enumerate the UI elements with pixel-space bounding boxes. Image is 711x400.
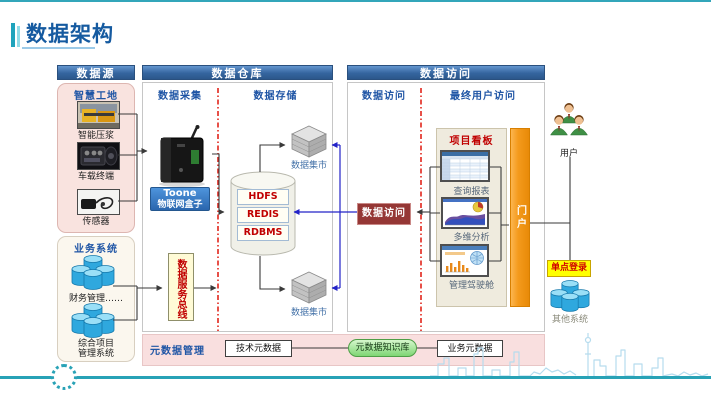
users-image [549, 103, 589, 143]
project-system-label-line2: 管理系统 [77, 349, 114, 359]
iot-gateway-image [151, 124, 213, 192]
top-border-line [0, 0, 711, 2]
data-mart-top-label: 数据集市 [290, 161, 327, 171]
label-data-access-sub: 数据访问 [362, 91, 406, 102]
title-accent-bar-dark [11, 23, 15, 47]
portal-bar: 门户 [510, 128, 530, 307]
label-data-storage: 数据存储 [253, 91, 298, 102]
cube-icon [291, 271, 327, 304]
title-underline [22, 47, 95, 49]
sensor-label: 传感器 [82, 217, 110, 227]
project-db-cluster [71, 302, 115, 342]
cube-icon [291, 125, 327, 158]
dashboard-globe-icon [442, 246, 487, 275]
iot-gateway-device-icon [159, 125, 205, 187]
sso-box: 单点登录 [547, 260, 591, 277]
database-cylinder-cluster-icon [550, 280, 590, 312]
vehicle-terminal-label: 车载终端 [77, 172, 114, 182]
sensor-icon [78, 190, 119, 214]
city-skyline-icon [430, 333, 709, 377]
finance-db-cluster [71, 254, 115, 294]
other-systems-db-cluster [550, 279, 590, 316]
grouting-machine-image [77, 101, 120, 129]
database-cylinder-cluster-icon [71, 303, 115, 338]
cockpit-screenshot [440, 244, 489, 277]
label-data-collection: 数据采集 [158, 91, 202, 102]
title-accent-bar-light [17, 26, 20, 47]
business-metadata-box: 业务元数据 [437, 340, 503, 357]
vehicle-terminal-icon [78, 143, 119, 169]
report-screenshot [440, 150, 490, 182]
olap-label: 多维分析 [453, 233, 490, 243]
data-mart-bottom-label: 数据集市 [290, 308, 327, 318]
iot-name: 物联网盒子 [157, 200, 203, 210]
business-system-title: 业务系统 [74, 244, 118, 255]
data-mart-top-image [291, 125, 327, 162]
cockpit-label: 管理驾驶舱 [448, 281, 494, 291]
other-systems-label: 其他系统 [551, 315, 588, 325]
area-chart-icon [443, 199, 487, 227]
finance-label: 财务管理…… [68, 294, 123, 304]
header-data-warehouse: 数据仓库 [142, 65, 333, 80]
users-label: 用户 [559, 149, 578, 159]
metadata-kb-box: 元数据知识库 [348, 339, 417, 357]
database-cylinder-cluster-icon [71, 255, 115, 290]
page-title: 数据架构 [26, 22, 114, 46]
report-label: 查询报表 [453, 187, 490, 197]
iot-brand: Toone [163, 188, 197, 199]
olap-screenshot [441, 197, 489, 229]
grouting-machine-icon [78, 102, 119, 128]
project-kanban-title: 项目看板 [449, 136, 494, 147]
sensor-image [77, 189, 120, 215]
header-data-access: 数据访问 [347, 65, 545, 80]
data-service-bus: 数据服务总线 [168, 253, 194, 321]
bottom-teal-line [0, 376, 711, 379]
layer-hdfs: HDFS [237, 189, 289, 205]
three-users-icon [550, 103, 588, 136]
data-access-box: 数据访问 [357, 203, 411, 225]
vehicle-terminal-image [77, 142, 120, 170]
data-mart-bottom-image [291, 271, 327, 308]
grouting-label: 智能压浆 [77, 131, 114, 141]
project-system-label-line1: 综合项目 [77, 339, 114, 349]
metadata-label: 元数据管理 [150, 346, 205, 357]
label-end-user-access: 最终用户访问 [450, 91, 516, 102]
layer-rdbms: RDBMS [237, 225, 289, 241]
iot-gateway-label: Toone 物联网盒子 [150, 187, 210, 211]
skyline-image [428, 330, 711, 382]
smart-site-title: 智慧工地 [74, 91, 118, 102]
layer-redis: REDIS [237, 207, 289, 223]
dotted-circle-decoration [51, 364, 77, 390]
report-table-icon [442, 152, 488, 180]
header-data-source: 数据源 [57, 65, 135, 80]
tech-metadata-box: 技术元数据 [225, 340, 292, 357]
